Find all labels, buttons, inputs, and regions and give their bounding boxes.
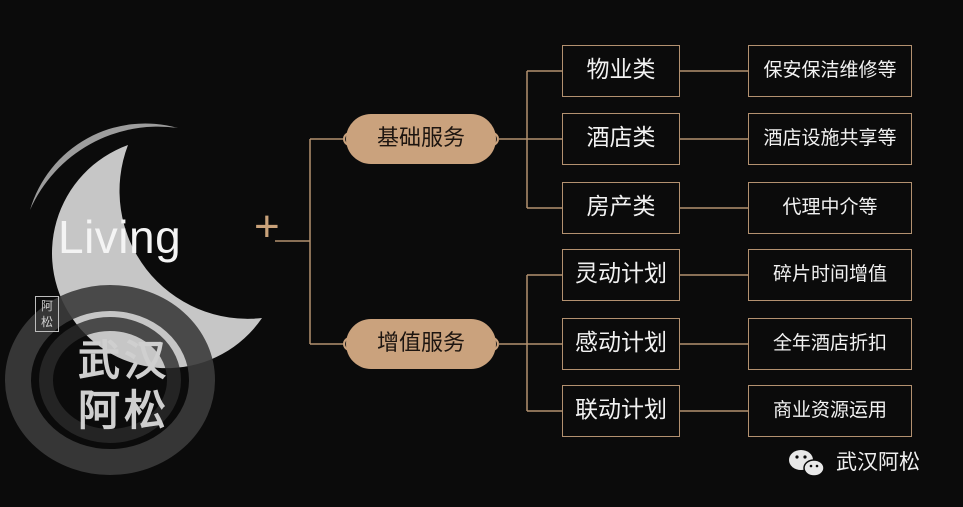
- wechat-icon: [789, 450, 825, 477]
- logo-text: Living: [58, 211, 182, 263]
- category-pill-basic: 基础服务: [346, 114, 496, 164]
- detail-box: 全年酒店折扣: [748, 318, 912, 370]
- item-box: 灵动计划: [562, 249, 680, 301]
- item-box: 感动计划: [562, 318, 680, 370]
- detail-box: 酒店设施共享等: [748, 113, 912, 165]
- seal-stamp: 阿松: [35, 296, 59, 332]
- detail-box: 碎片时间增值: [748, 249, 912, 301]
- item-box: 房产类: [562, 182, 680, 234]
- item-box: 酒店类: [562, 113, 680, 165]
- detail-box: 代理中介等: [748, 182, 912, 234]
- detail-box: 商业资源运用: [748, 385, 912, 437]
- item-box: 物业类: [562, 45, 680, 97]
- stamp-line-2: 阿松: [78, 386, 171, 435]
- crescent-arc-upper: [30, 123, 178, 210]
- detail-box: 保安保洁维修等: [748, 45, 912, 97]
- stamp-line-1: 武汉: [78, 336, 171, 385]
- living-logo: Living +: [58, 202, 280, 264]
- category-pill-value-added: 增值服务: [346, 319, 496, 369]
- ink-brush-swirl: [5, 285, 215, 475]
- account-watermark: 武汉阿松: [836, 450, 920, 474]
- logo-plus: +: [254, 202, 281, 251]
- item-box: 联动计划: [562, 385, 680, 437]
- crescent-arc: [52, 145, 262, 369]
